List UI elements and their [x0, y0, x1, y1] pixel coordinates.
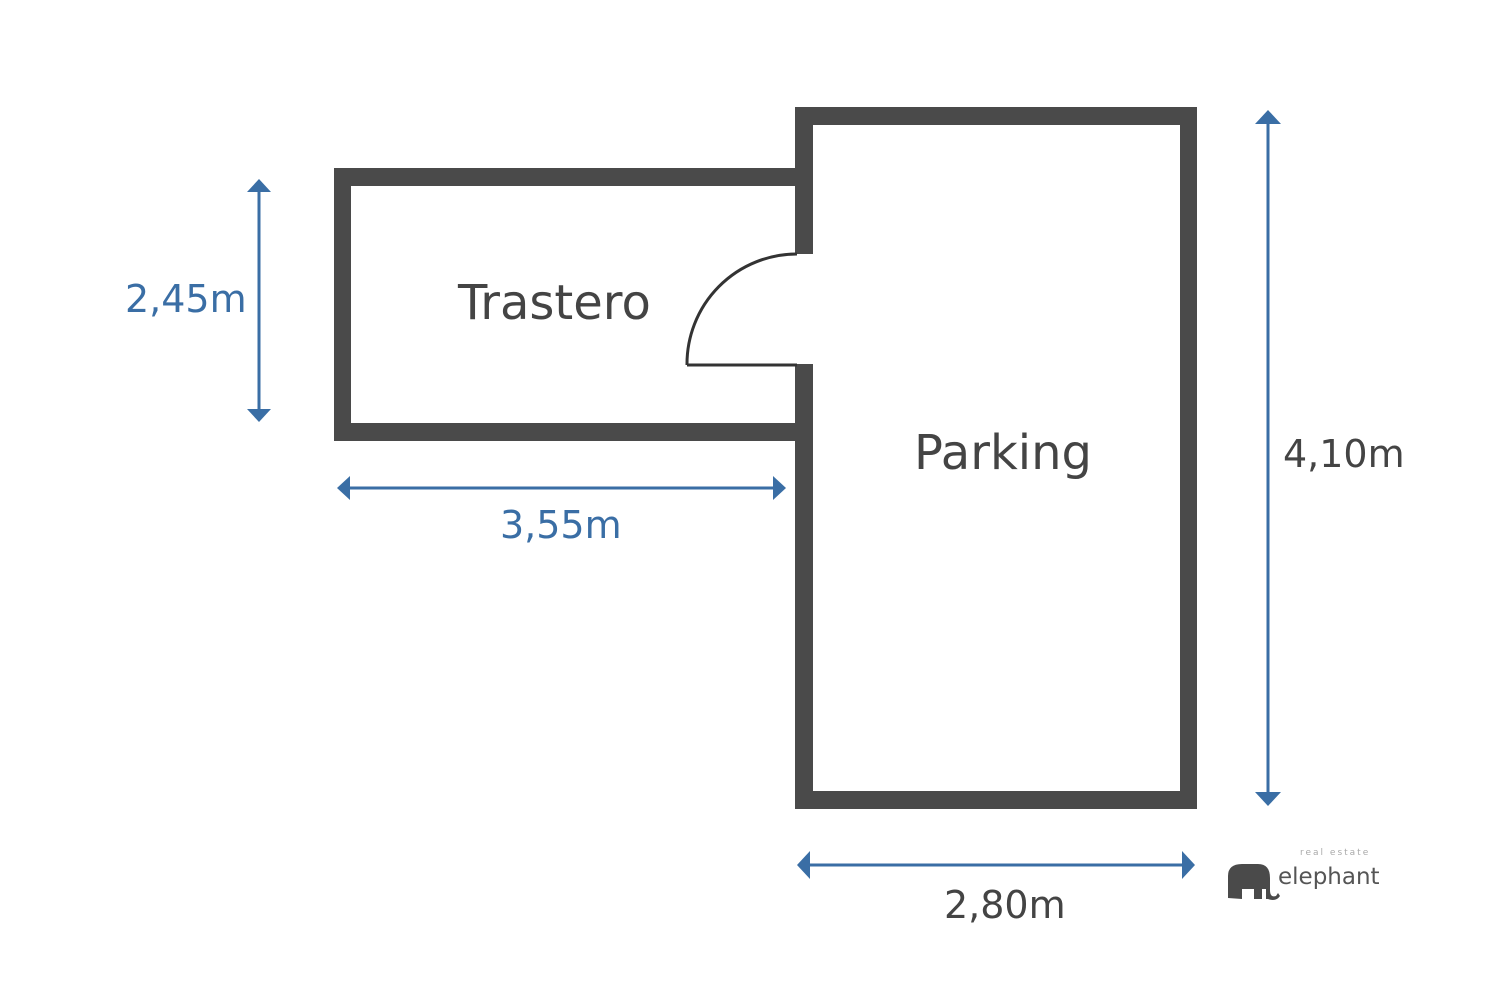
- logo-tagline: real estate: [1300, 848, 1371, 858]
- elephant-logo-icon: [1228, 864, 1280, 900]
- shared-wall-lower: [795, 364, 813, 809]
- dim-arrow-parking-width: [797, 851, 1195, 879]
- door: [685, 252, 798, 367]
- logo-wordmark: elephant: [1278, 864, 1380, 890]
- trastero-wall-bottom: [334, 423, 812, 441]
- shared-wall-upper: [795, 107, 813, 254]
- parking-wall-bottom: [795, 791, 1197, 809]
- room-label-trastero: Trastero: [458, 275, 651, 331]
- room-label-parking: Parking: [914, 425, 1092, 481]
- dim-arrow-trastero-width: [337, 476, 786, 500]
- parking-wall-right: [1180, 107, 1197, 809]
- walls: [334, 107, 1197, 809]
- parking-wall-top: [795, 107, 1197, 125]
- dimension-lines: [247, 110, 1281, 879]
- dim-arrow-parking-height: [1255, 110, 1281, 806]
- dim-arrow-trastero-height: [247, 179, 271, 422]
- door-swing-arc: [685, 252, 798, 366]
- dim-label-trastero-height: 2,45m: [125, 277, 247, 321]
- trastero-wall-left: [334, 168, 351, 441]
- dim-label-parking-width: 2,80m: [944, 883, 1066, 927]
- dim-label-parking-height: 4,10m: [1283, 432, 1405, 476]
- trastero-wall-top: [334, 168, 812, 186]
- dim-label-trastero-width: 3,55m: [500, 503, 622, 547]
